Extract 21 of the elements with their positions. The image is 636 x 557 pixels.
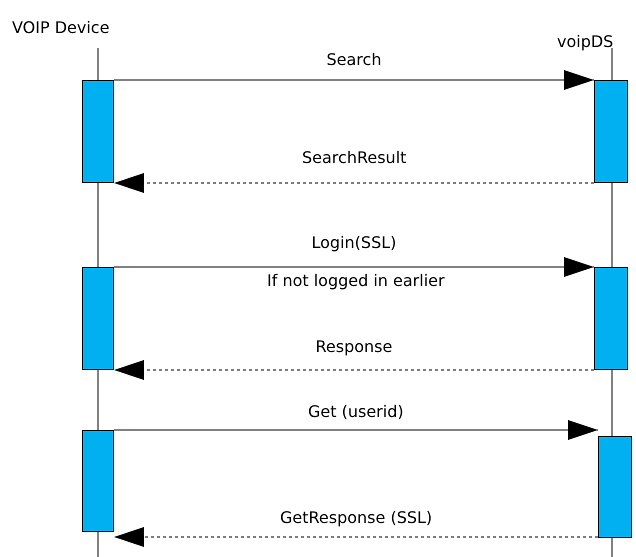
lifeline-header: voipDS [557, 32, 614, 51]
arrow [114, 173, 594, 193]
arrow [114, 360, 594, 380]
message-label: Response [316, 337, 392, 356]
arrow [114, 70, 594, 90]
arrow [114, 257, 594, 277]
message-label: Search [326, 50, 382, 69]
arrow [114, 527, 598, 547]
message-label: Get (userid) [308, 402, 404, 421]
lifeline-header: VOIP Device [12, 18, 110, 37]
activation-bar [594, 267, 628, 370]
message-label: Login(SSL) [312, 233, 396, 252]
activation-bar [82, 267, 114, 370]
note: If not logged in earlier [267, 271, 445, 290]
activation-bar [598, 436, 632, 538]
activation-bar [82, 80, 114, 183]
message-label: GetResponse (SSL) [280, 508, 432, 527]
activation-bar [594, 80, 628, 183]
arrow [114, 420, 598, 440]
activation-bar [82, 430, 114, 532]
message-label: SearchResult [302, 148, 406, 167]
